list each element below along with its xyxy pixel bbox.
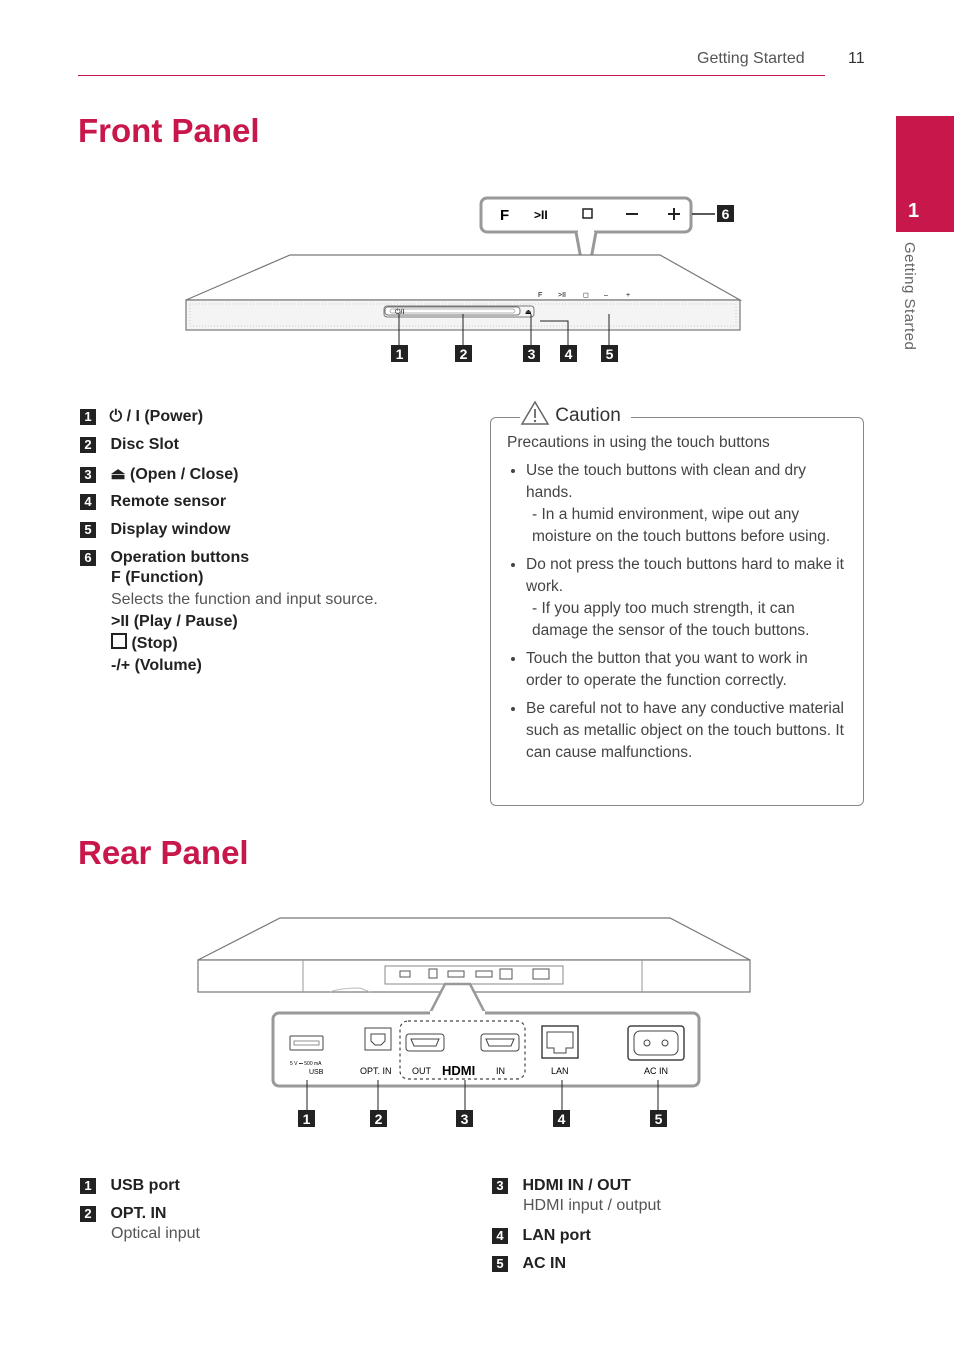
touch-button-strip — [479, 196, 693, 234]
svg-text:2: 2 — [460, 346, 468, 362]
optical-port-icon — [364, 1027, 392, 1051]
caution-bullet: Do not press the touch buttons hard to m… — [526, 554, 847, 642]
rear-callout-2: 2 — [370, 1110, 387, 1127]
bar-label-f: F — [538, 292, 542, 299]
caution-intro: Precautions in using the touch buttons — [507, 434, 770, 451]
svg-text:4: 4 — [565, 346, 573, 362]
svg-text:1: 1 — [303, 1111, 311, 1127]
function-button-glyph: F — [500, 207, 509, 224]
svg-text:6: 6 — [722, 206, 730, 222]
svg-text:5 V ⎓ 500 mA: 5 V ⎓ 500 mA — [290, 1061, 322, 1067]
caution-heading: Caution — [520, 400, 631, 427]
callout-4: 4 — [560, 345, 577, 362]
callout-3: 3 — [523, 345, 540, 362]
hdmi-group — [399, 1020, 526, 1080]
front-panel-title: Front Panel — [78, 112, 260, 149]
rear-item-opt-in: 2 OPT. IN Optical input — [80, 1205, 200, 1245]
front-item-remote-sensor: 4 Remote sensor — [80, 493, 226, 511]
callout-5: 5 — [601, 345, 618, 362]
hdmi-in-port-icon — [480, 1033, 520, 1052]
caution-bullet: Be careful not to have any conductive ma… — [526, 698, 847, 764]
front-item-operation-buttons: 6 Operation buttons F (Function) Selects… — [80, 549, 440, 677]
usb-port-label: USB — [309, 1069, 324, 1076]
rear-panel-title: Rear Panel — [78, 834, 249, 871]
ac-port-label: AC IN — [644, 1066, 668, 1076]
soundbar-top — [185, 254, 743, 301]
lan-port-label: LAN — [551, 1066, 569, 1076]
svg-text:5: 5 — [655, 1111, 663, 1127]
volume-label: -/+ (Volume) — [111, 657, 202, 674]
header-rule — [78, 75, 825, 76]
bar-label-minus: – — [604, 292, 608, 299]
hdmi-logo: HDMI — [442, 1063, 475, 1078]
svg-text:3: 3 — [461, 1111, 469, 1127]
caution-body: Precautions in using the touch buttons U… — [507, 432, 847, 770]
svg-text:3: 3 — [528, 346, 536, 362]
running-header: Getting Started — [697, 50, 805, 67]
svg-text:2: 2 — [375, 1111, 383, 1127]
front-item-display-window: 5 Display window — [80, 521, 230, 539]
item-number-badge: 1 — [80, 409, 96, 425]
page-number: 11 — [848, 50, 865, 67]
eject-icon: ⏏ — [110, 466, 126, 483]
rear-panel-diagram: 5 V ⎓ 500 mA USB OPT. IN OUT HDMI IN LAN… — [197, 917, 751, 1127]
rear-item-hdmi: 3 HDMI IN / OUT HDMI input / output — [492, 1177, 661, 1217]
rear-callout-1: 1 — [298, 1110, 315, 1127]
chapter-number: 1 — [908, 200, 920, 222]
play-button-glyph: >II — [534, 208, 548, 222]
callout-2: 2 — [455, 345, 472, 362]
svg-text:⏏: ⏏ — [525, 309, 532, 316]
hdmi-out-label: OUT — [412, 1066, 432, 1076]
front-item-disc-slot: 2 Disc Slot — [80, 436, 179, 454]
rear-callout-4: 4 — [553, 1110, 570, 1127]
bar-label-play: >II — [558, 292, 566, 299]
caution-box — [490, 417, 864, 806]
svg-text:4: 4 — [558, 1111, 566, 1127]
rear-callout-3: 3 — [456, 1110, 473, 1127]
play-pause-icon: >II — [111, 613, 130, 630]
rear-item-ac-in: 5 AC IN — [492, 1255, 566, 1273]
front-item-open-close: 3 ⏏ (Open / Close) — [80, 464, 238, 484]
function-label: F (Function) — [111, 569, 204, 586]
hdmi-out-port-icon — [405, 1033, 445, 1052]
function-desc: Selects the function and input source. — [111, 591, 378, 608]
svg-text:5: 5 — [606, 346, 614, 362]
svg-text:1: 1 — [396, 346, 404, 362]
chapter-label: Getting Started — [901, 242, 918, 351]
callout-6 — [717, 205, 734, 222]
stop-icon — [111, 633, 127, 649]
rear-item-lan: 4 LAN port — [492, 1227, 591, 1245]
chapter-tab — [896, 116, 954, 232]
hdmi-in-label: IN — [496, 1066, 505, 1076]
optical-port-label: OPT. IN — [360, 1066, 392, 1076]
caution-bullet: Touch the button that you want to work i… — [526, 648, 847, 692]
soundbar-top-rear — [197, 917, 751, 961]
callout-1: 1 — [391, 345, 408, 362]
bar-label-plus: + — [626, 292, 630, 299]
stop-button-glyph — [582, 208, 593, 219]
svg-text:⏻/I: ⏻/I — [395, 308, 404, 316]
rear-item-usb: 1 USB port — [80, 1177, 180, 1195]
caution-bullet: Use the touch buttons with clean and dry… — [526, 460, 847, 548]
rear-callout-5: 5 — [650, 1110, 667, 1127]
lan-port-icon — [541, 1025, 579, 1059]
front-item-power: 1 ⏻ / I (Power) — [80, 408, 203, 426]
front-panel-diagram: F >II 6 ⏻/I ⏏ F >II ◻ – + 1 2 3 4 5 — [185, 196, 743, 362]
power-icon: ⏻ — [109, 408, 123, 425]
bar-label-stop: ◻ — [583, 292, 589, 299]
warning-icon — [520, 400, 550, 425]
